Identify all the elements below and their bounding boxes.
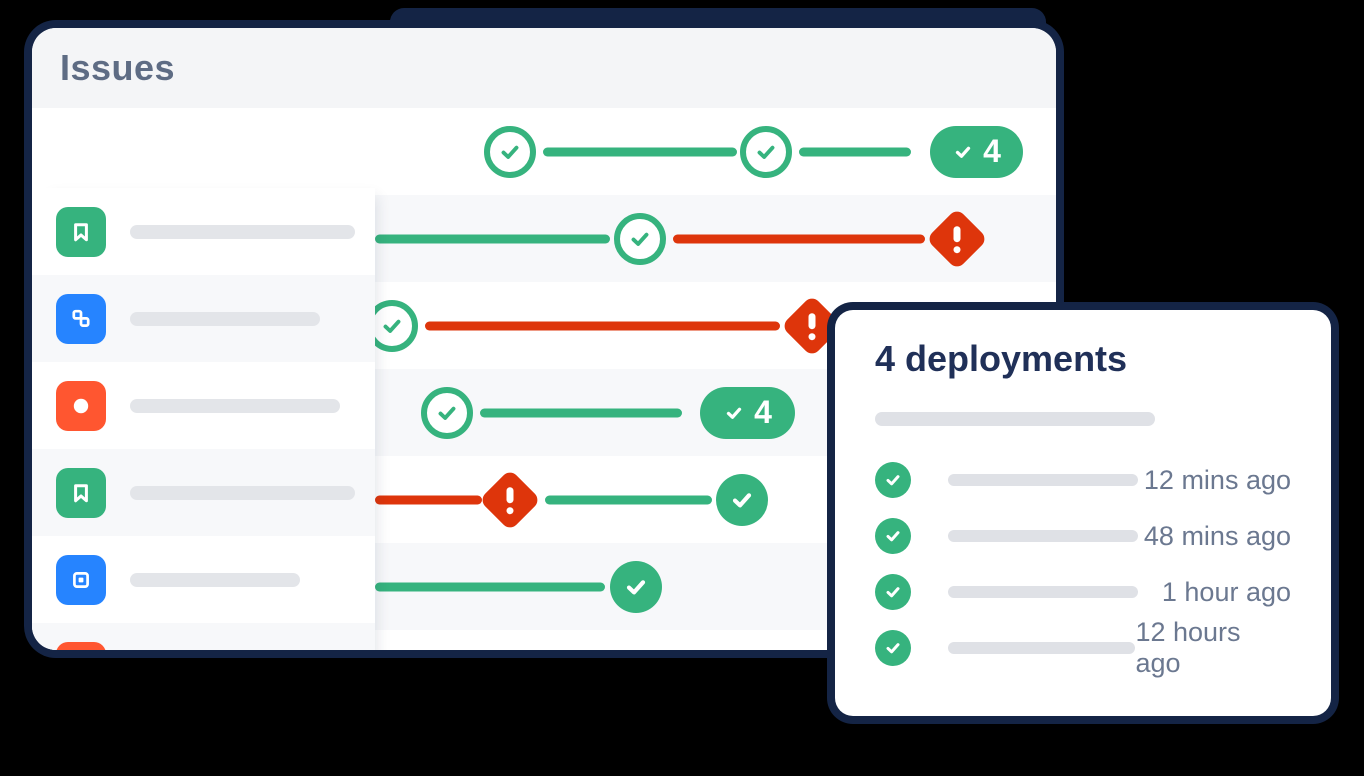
placeholder-bar (948, 586, 1138, 598)
deployment-timestamp: 1 hour ago (1161, 576, 1291, 607)
success-connector-line (375, 234, 610, 243)
issue-list-item (32, 275, 375, 362)
check-circle-outline-icon (484, 125, 536, 178)
subtask-icon (56, 293, 106, 344)
story-icon (56, 467, 106, 518)
check-icon (886, 475, 900, 486)
check-icon (626, 579, 646, 594)
check-icon (501, 145, 519, 159)
check-icon (886, 587, 900, 598)
check-circle-outline-icon (421, 386, 473, 439)
placeholder-bar (875, 412, 1155, 426)
bug-icon (56, 641, 106, 650)
check-circle-solid-icon (875, 462, 911, 498)
check-icon (955, 146, 971, 158)
check-icon (383, 319, 401, 333)
check-icon (886, 643, 900, 654)
success-connector-line (799, 147, 911, 156)
exclamation-icon (808, 312, 816, 339)
placeholder-bar (130, 485, 355, 500)
issues-panel-title: Issues (60, 47, 176, 88)
placeholder-bar (130, 398, 340, 413)
exclamation-icon (506, 486, 514, 513)
issues-list-column (32, 188, 375, 650)
story-icon (56, 206, 106, 257)
issue-list-item (32, 536, 375, 623)
check-icon (631, 232, 649, 246)
alert-diamond-icon (925, 207, 989, 270)
check-circle-outline-icon (614, 212, 666, 265)
deployments-list: 12 mins ago 48 mins ago 1 hour ago 12 hours… (875, 452, 1291, 678)
placeholder-bar (130, 224, 355, 239)
placeholder-bar (948, 642, 1136, 654)
placeholder-bar (948, 530, 1138, 542)
success-connector-line (545, 495, 712, 504)
success-count-value: 4 (983, 133, 1001, 169)
check-circle-outline-icon (740, 125, 792, 178)
issue-list-item (32, 449, 375, 536)
success-count-badge: 4 (700, 386, 795, 439)
success-connector-line (480, 408, 682, 417)
deployment-timestamp: 12 hours ago (1135, 617, 1241, 678)
issue-list-item (32, 623, 375, 650)
check-icon (438, 406, 456, 420)
success-connector-line (375, 582, 605, 591)
success-connector-line (543, 147, 737, 156)
deployment-timestamp: 48 mins ago (1143, 520, 1291, 551)
check-icon (757, 145, 775, 159)
bug-icon (56, 380, 106, 431)
deployment-item: 48 mins ago (875, 508, 1291, 564)
check-circle-solid-icon (875, 574, 911, 610)
check-circle-solid-icon (875, 518, 911, 554)
success-count-value: 4 (754, 394, 772, 430)
placeholder-bar (948, 474, 1138, 486)
failure-connector-line (673, 234, 925, 243)
failure-connector-line (375, 495, 482, 504)
timeline-row: 4 (32, 108, 1056, 195)
success-count-badge: 4 (930, 125, 1023, 178)
alert-diamond-icon (780, 294, 844, 357)
placeholder-bar (130, 311, 320, 326)
check-circle-solid-icon (716, 473, 768, 526)
check-icon (886, 531, 900, 542)
task-icon (56, 554, 106, 605)
deployment-item: 12 hours ago (875, 617, 1291, 678)
deployment-timestamp: 12 mins ago (1143, 464, 1291, 495)
deployment-item: 12 mins ago (875, 452, 1291, 508)
placeholder-bar (130, 572, 300, 587)
alert-diamond-icon (478, 468, 542, 531)
deployment-item: 1 hour ago (875, 564, 1291, 620)
issue-list-item (32, 362, 375, 449)
check-circle-solid-icon (610, 560, 662, 613)
check-icon (726, 407, 742, 419)
check-circle-solid-icon (875, 630, 911, 666)
deployments-card: 4 deployments 12 mins ago 48 mins ago 1 ho… (835, 310, 1331, 716)
deployments-card-title: 4 deployments (875, 338, 1128, 379)
issue-list-item (32, 188, 375, 275)
check-icon (732, 492, 752, 507)
issues-panel-header: Issues (32, 28, 1056, 108)
exclamation-icon (953, 225, 961, 252)
failure-connector-line (425, 321, 780, 330)
